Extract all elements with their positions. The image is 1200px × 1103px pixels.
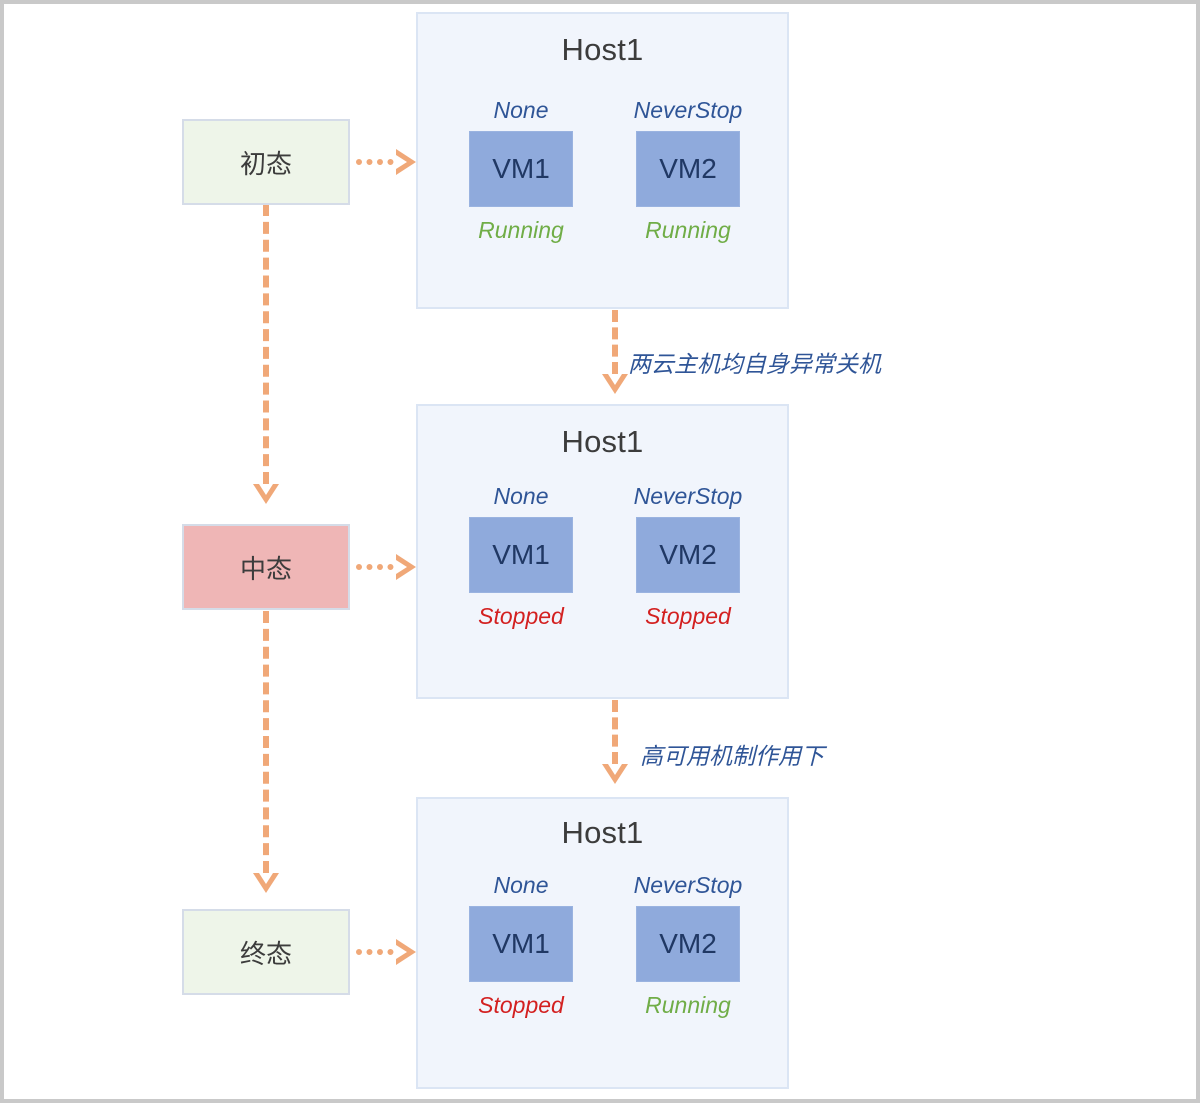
- vm-column-stage-2-vm1[interactable]: None VM1 Stopped: [446, 483, 596, 629]
- vm-state-stage-2-vm2: Stopped: [645, 603, 731, 629]
- vm-chip-stage-2-vm2[interactable]: VM2: [636, 517, 740, 593]
- connector-initial-to-host1: [356, 159, 404, 165]
- vm-state-stage-3-vm1: Stopped: [478, 992, 564, 1018]
- state-box-middle-label: 中态: [239, 553, 292, 584]
- state-flow-line-middle-to-final: [263, 611, 269, 873]
- vm-policy-stage-2-vm2: NeverStop: [633, 483, 743, 509]
- vm-chip-stage-3-vm1[interactable]: VM1: [469, 906, 573, 982]
- transition-line-1: [612, 310, 618, 374]
- host-box-stage-1[interactable]: Host1 None VM1 Running NeverStop VM2 Run…: [416, 12, 789, 309]
- state-box-final-label: 终态: [239, 938, 292, 969]
- transition-label-2: 高可用机制作用下: [640, 743, 824, 769]
- vm-state-stage-2-vm1: Stopped: [478, 603, 564, 629]
- vm-state-stage-1-vm2: Running: [645, 217, 731, 243]
- host-box-stage-3[interactable]: Host1 None VM1 Stopped NeverStop VM2 Run…: [416, 797, 789, 1089]
- vm-column-stage-1-vm1[interactable]: None VM1 Running: [446, 97, 596, 243]
- transition-line-2: [612, 700, 618, 764]
- vm-chip-stage-3-vm2[interactable]: VM2: [636, 906, 740, 982]
- state-flow-arrowhead-middle-notch: [259, 484, 273, 495]
- state-box-final[interactable]: 终态: [182, 909, 350, 995]
- vm-state-stage-1-vm1: Running: [478, 217, 564, 243]
- state-box-initial-label: 初态: [239, 148, 292, 179]
- vm-policy-stage-2-vm1: None: [493, 483, 549, 509]
- host-box-stage-2[interactable]: Host1 None VM1 Stopped NeverStop VM2 Sto…: [416, 404, 789, 699]
- connector-initial-arrowhead-notch: [396, 155, 407, 169]
- state-box-initial[interactable]: 初态: [182, 119, 350, 205]
- vm-policy-stage-1-vm1: None: [493, 97, 549, 123]
- state-box-middle[interactable]: 中态: [182, 524, 350, 610]
- connector-middle-arrowhead-notch: [396, 560, 407, 574]
- vm-chip-stage-2-vm1[interactable]: VM1: [469, 517, 573, 593]
- state-flow-arrowhead-final-notch: [259, 873, 273, 884]
- connector-final-to-host3: [356, 949, 404, 955]
- state-flow-line-initial-to-middle: [263, 204, 269, 484]
- vm-chip-stage-1-vm1[interactable]: VM1: [469, 131, 573, 207]
- vm-column-stage-2-vm2[interactable]: NeverStop VM2 Stopped: [613, 483, 763, 629]
- vm-policy-stage-3-vm1: None: [493, 872, 549, 898]
- vm-chip-stage-1-vm2[interactable]: VM2: [636, 131, 740, 207]
- connector-final-arrowhead-notch: [396, 945, 407, 959]
- vm-state-stage-3-vm2: Running: [645, 992, 731, 1018]
- vm-column-stage-3-vm2[interactable]: NeverStop VM2 Running: [613, 872, 763, 1018]
- transition-label-1: 两云主机均自身异常关机: [628, 351, 881, 377]
- connector-middle-to-host2: [356, 564, 404, 570]
- vm-column-stage-3-vm1[interactable]: None VM1 Stopped: [446, 872, 596, 1018]
- host-title-stage-2: Host1: [561, 424, 644, 459]
- vm-column-stage-1-vm2[interactable]: NeverStop VM2 Running: [613, 97, 763, 243]
- transition-arrowhead-1-notch: [608, 374, 622, 385]
- vm-policy-stage-3-vm2: NeverStop: [633, 872, 743, 898]
- transition-arrowhead-2-notch: [608, 764, 622, 775]
- host-title-stage-1: Host1: [561, 32, 644, 67]
- vm-policy-stage-1-vm2: NeverStop: [633, 97, 743, 123]
- host-title-stage-3: Host1: [561, 815, 644, 850]
